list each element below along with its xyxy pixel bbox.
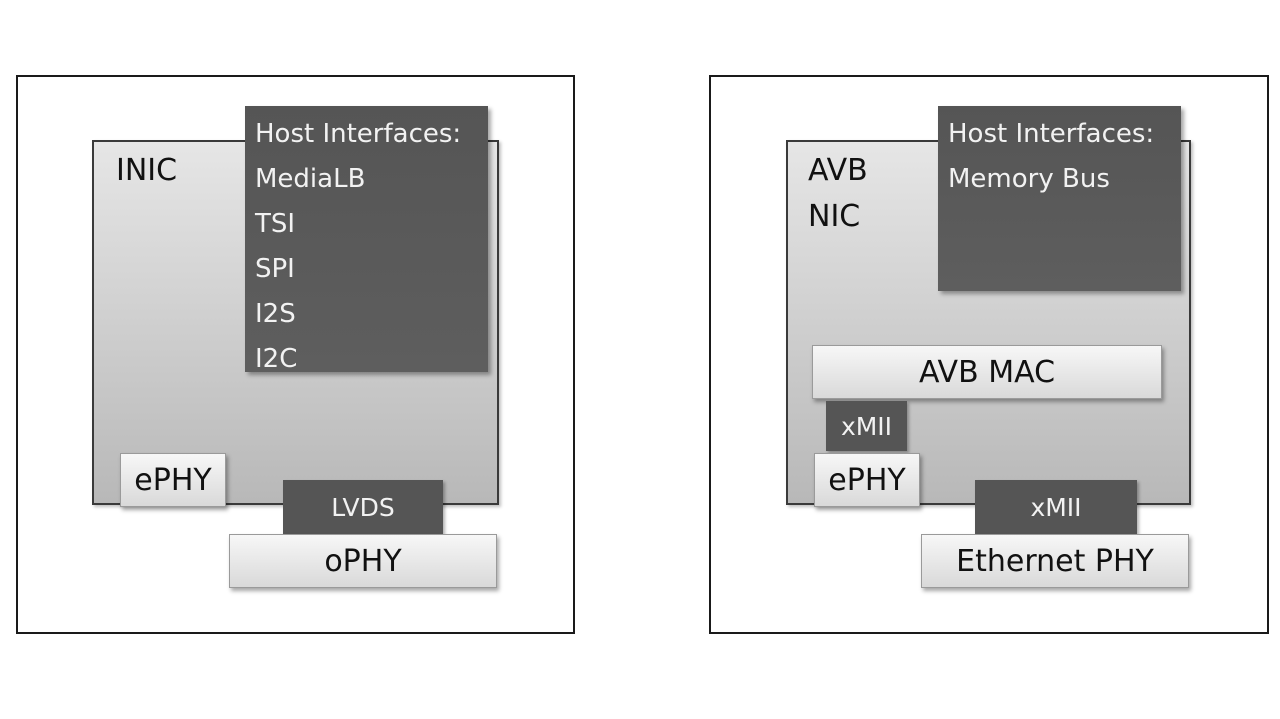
- inic-label: INIC: [116, 153, 178, 188]
- avb-nic-label-line: NIC: [808, 199, 861, 234]
- inic-ephy-block: ePHY: [120, 453, 226, 507]
- avb-mac-block: AVB MAC: [812, 345, 1162, 399]
- host-interfaces-heading: Host Interfaces:: [255, 119, 462, 149]
- xmii-outer-block: xMII: [975, 480, 1137, 534]
- host-interfaces-heading: Host Interfaces:: [948, 119, 1155, 149]
- host-interface-item: Memory Bus: [948, 164, 1110, 194]
- host-interface-item: TSI: [255, 209, 296, 239]
- host-interface-item: I2C: [255, 344, 298, 374]
- avb-nic-label-line: AVB: [808, 153, 868, 188]
- xmii-inner-block: xMII: [826, 401, 907, 451]
- ophy-block: oPHY: [229, 534, 497, 588]
- host-interface-item: MediaLB: [255, 164, 366, 194]
- avb-ephy-block: ePHY: [814, 453, 920, 507]
- lvds-block: LVDS: [283, 480, 443, 534]
- host-interface-item: I2S: [255, 299, 296, 329]
- host-interface-item: SPI: [255, 254, 295, 284]
- inic-host-interfaces: Host Interfaces: MediaLB TSI SPI I2S I2C: [245, 106, 488, 374]
- avb-host-interfaces: Host Interfaces: Memory Bus: [938, 106, 1181, 291]
- ethernet-phy-block: Ethernet PHY: [921, 534, 1189, 588]
